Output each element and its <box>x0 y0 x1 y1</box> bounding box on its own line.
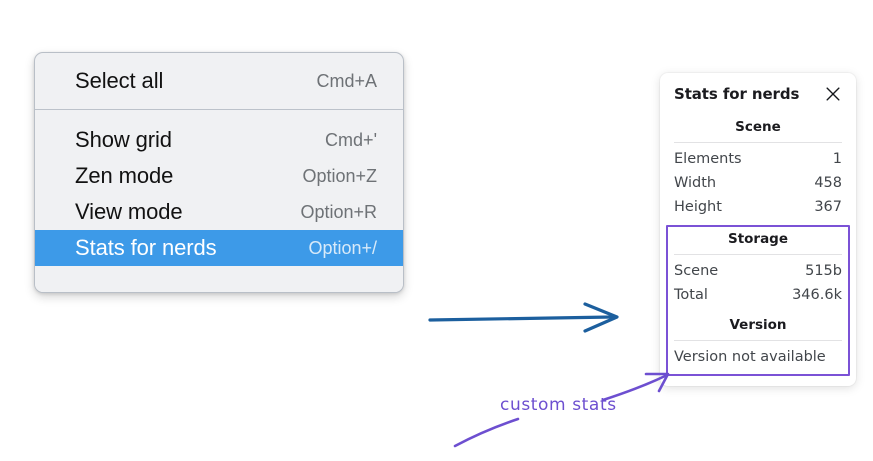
stat-key: Width <box>674 175 717 191</box>
stats-for-nerds-panel[interactable]: Stats for nerds Scene Elements 1 Width 4… <box>660 73 856 386</box>
menu-item-stats-for-nerds[interactable]: Stats for nerds Option+/ <box>35 230 403 266</box>
panel-title: Stats for nerds <box>674 85 800 103</box>
menu-item-shortcut: Option+/ <box>308 237 377 258</box>
menu-item-label: View mode <box>75 199 183 224</box>
section-divider <box>674 340 842 341</box>
context-menu[interactable]: Select all Cmd+A Show grid Cmd+' Zen mod… <box>34 52 404 293</box>
panel-body: Scene Elements 1 Width 458 Height 367 St… <box>660 117 856 376</box>
stat-value: 515b <box>805 263 842 279</box>
stat-row-storage-total: Total 346.6k <box>674 283 842 307</box>
menu-item-zen-mode[interactable]: Zen mode Option+Z <box>35 158 403 194</box>
stat-row-width: Width 458 <box>674 171 842 195</box>
stat-key: Height <box>674 199 722 215</box>
stat-key: Scene <box>674 263 719 279</box>
menu-section-view: Show grid Cmd+' Zen mode Option+Z View m… <box>35 110 403 276</box>
stat-value: 458 <box>814 175 842 191</box>
section-title-version: Version <box>729 317 787 333</box>
menu-item-select-all[interactable]: Select all Cmd+A <box>35 63 403 99</box>
stat-value: 1 <box>832 151 842 167</box>
menu-item-shortcut: Option+Z <box>302 165 377 186</box>
section-divider <box>674 254 842 255</box>
menu-section-edit: Select all Cmd+A <box>35 53 403 110</box>
panel-header: Stats for nerds <box>660 85 856 103</box>
menu-bottom-padding <box>35 276 403 292</box>
stat-row-height: Height 367 <box>674 195 842 219</box>
menu-item-shortcut: Cmd+A <box>316 70 377 91</box>
section-title-scene: Scene <box>735 119 781 135</box>
section-title-storage: Storage <box>727 231 789 247</box>
stat-value: 367 <box>814 199 842 215</box>
menu-item-show-grid[interactable]: Show grid Cmd+' <box>35 122 403 158</box>
stat-key: Total <box>674 287 708 303</box>
close-icon[interactable] <box>824 85 842 103</box>
menu-item-shortcut: Cmd+' <box>325 129 377 150</box>
stat-row-storage-scene: Scene 515b <box>674 259 842 283</box>
stat-row-elements: Elements 1 <box>674 147 842 171</box>
stat-key: Elements <box>674 151 742 167</box>
annotation-label-custom-stats: custom stats <box>500 395 617 415</box>
version-text: Version not available <box>674 349 826 365</box>
menu-item-label: Zen mode <box>75 163 174 188</box>
menu-item-view-mode[interactable]: View mode Option+R <box>35 194 403 230</box>
menu-item-label: Show grid <box>75 127 172 152</box>
menu-item-label: Stats for nerds <box>75 235 217 260</box>
stat-value: 346.6k <box>792 287 842 303</box>
section-divider <box>674 142 842 143</box>
menu-item-shortcut: Option+R <box>300 201 377 222</box>
purple-underline-stroke <box>453 417 520 448</box>
custom-stats-highlight-box: Storage Scene 515b Total 346.6k Version … <box>666 225 850 376</box>
menu-item-label: Select all <box>75 68 164 93</box>
blue-arrow-icon <box>428 302 619 333</box>
